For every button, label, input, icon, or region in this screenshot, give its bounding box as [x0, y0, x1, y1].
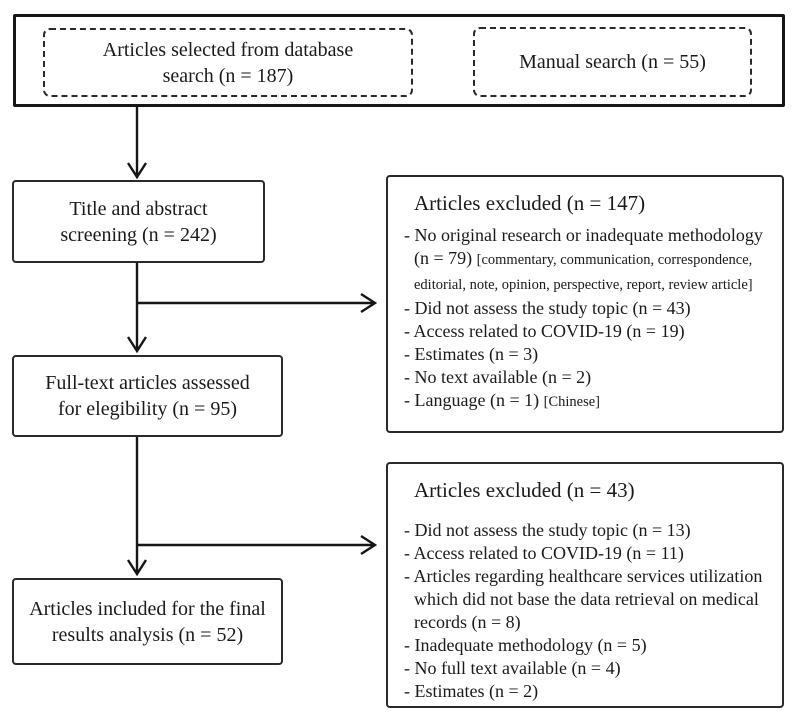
exclusion-item-text: - Estimates (n = 2) — [404, 681, 539, 701]
exclusion-item: - No text available (n = 2) — [404, 366, 770, 389]
database-search-box: Articles selected from database search (… — [43, 28, 413, 97]
exclusion-item: - No full text available (n = 4) — [404, 657, 770, 680]
exclusion-item: - Inadequate methodology (n = 5) — [404, 634, 770, 657]
exclusion-item: - Did not assess the study topic (n = 43… — [404, 297, 770, 320]
arrow-screening-to-fulltext — [126, 263, 148, 354]
fulltext-label: Full-text articles assessed for elegibil… — [45, 372, 250, 420]
exclusion-item-text: - No full text available (n = 4) — [404, 658, 621, 678]
excluded-first-title: Articles excluded (n = 147) — [414, 191, 646, 215]
screening-box: Title and abstract screening (n = 242) — [12, 180, 265, 263]
exclusion-item: - Access related to COVID-19 (n = 19) — [404, 320, 770, 343]
arrow-fulltext-to-included — [126, 437, 148, 577]
exclusion-item-text: - No original research or inadequate met… — [404, 225, 763, 268]
exclusion-item-note: [Chinese] — [543, 394, 600, 410]
exclusion-item-text: - Did not assess the study topic (n = 43… — [404, 298, 691, 318]
screening-label: Title and abstract screening (n = 242) — [60, 197, 217, 246]
exclusion-item-text: - Estimates (n = 3) — [404, 344, 539, 364]
exclusion-item: - Language (n = 1) [Chinese] — [404, 389, 770, 414]
exclusion-item-text: - Inadequate methodology (n = 5) — [404, 635, 647, 655]
branch-screening-to-excluded — [137, 292, 378, 314]
exclusion-item: - Did not assess the study topic (n = 13… — [404, 519, 770, 542]
excluded-second-title: Articles excluded (n = 43) — [414, 478, 635, 502]
included-label: Articles included for the final results … — [29, 597, 266, 646]
exclusion-item-text: - No text available (n = 2) — [404, 367, 592, 387]
exclusion-item: - Articles regarding healthcare services… — [404, 565, 770, 634]
exclusion-item: - Access related to COVID-19 (n = 11) — [404, 542, 770, 565]
exclusion-item: - Estimates (n = 3) — [404, 343, 770, 366]
excluded-second-box: Articles excluded (n = 43) - Did not ass… — [386, 462, 784, 708]
included-box: Articles included for the final results … — [12, 578, 283, 665]
fulltext-box: Full-text articles assessed for elegibil… — [12, 355, 283, 437]
arrow-identification-to-screening — [126, 107, 148, 180]
exclusion-item-text: - Language (n = 1) — [404, 390, 544, 410]
exclusion-item-text: - Articles regarding healthcare services… — [404, 566, 763, 632]
branch-fulltext-to-excluded — [137, 534, 378, 556]
manual-search-box: Manual search (n = 55) — [473, 27, 752, 97]
exclusion-item: - Estimates (n = 2) — [404, 680, 770, 703]
excluded-second-list: - Did not assess the study topic (n = 13… — [404, 519, 770, 703]
exclusion-item: - No original research or inadequate met… — [404, 224, 770, 297]
exclusion-item-text: - Did not assess the study topic (n = 13… — [404, 520, 691, 540]
manual-search-label: Manual search (n = 55) — [519, 51, 706, 73]
excluded-first-box: Articles excluded (n = 147) - No origina… — [386, 175, 784, 433]
database-search-label: Articles selected from database search (… — [102, 38, 354, 87]
exclusion-item-note: [commentary, communication, corresponden… — [414, 252, 753, 293]
excluded-first-list: - No original research or inadequate met… — [404, 224, 770, 414]
exclusion-item-text: - Access related to COVID-19 (n = 11) — [404, 543, 684, 563]
exclusion-item-text: - Access related to COVID-19 (n = 19) — [404, 321, 685, 341]
